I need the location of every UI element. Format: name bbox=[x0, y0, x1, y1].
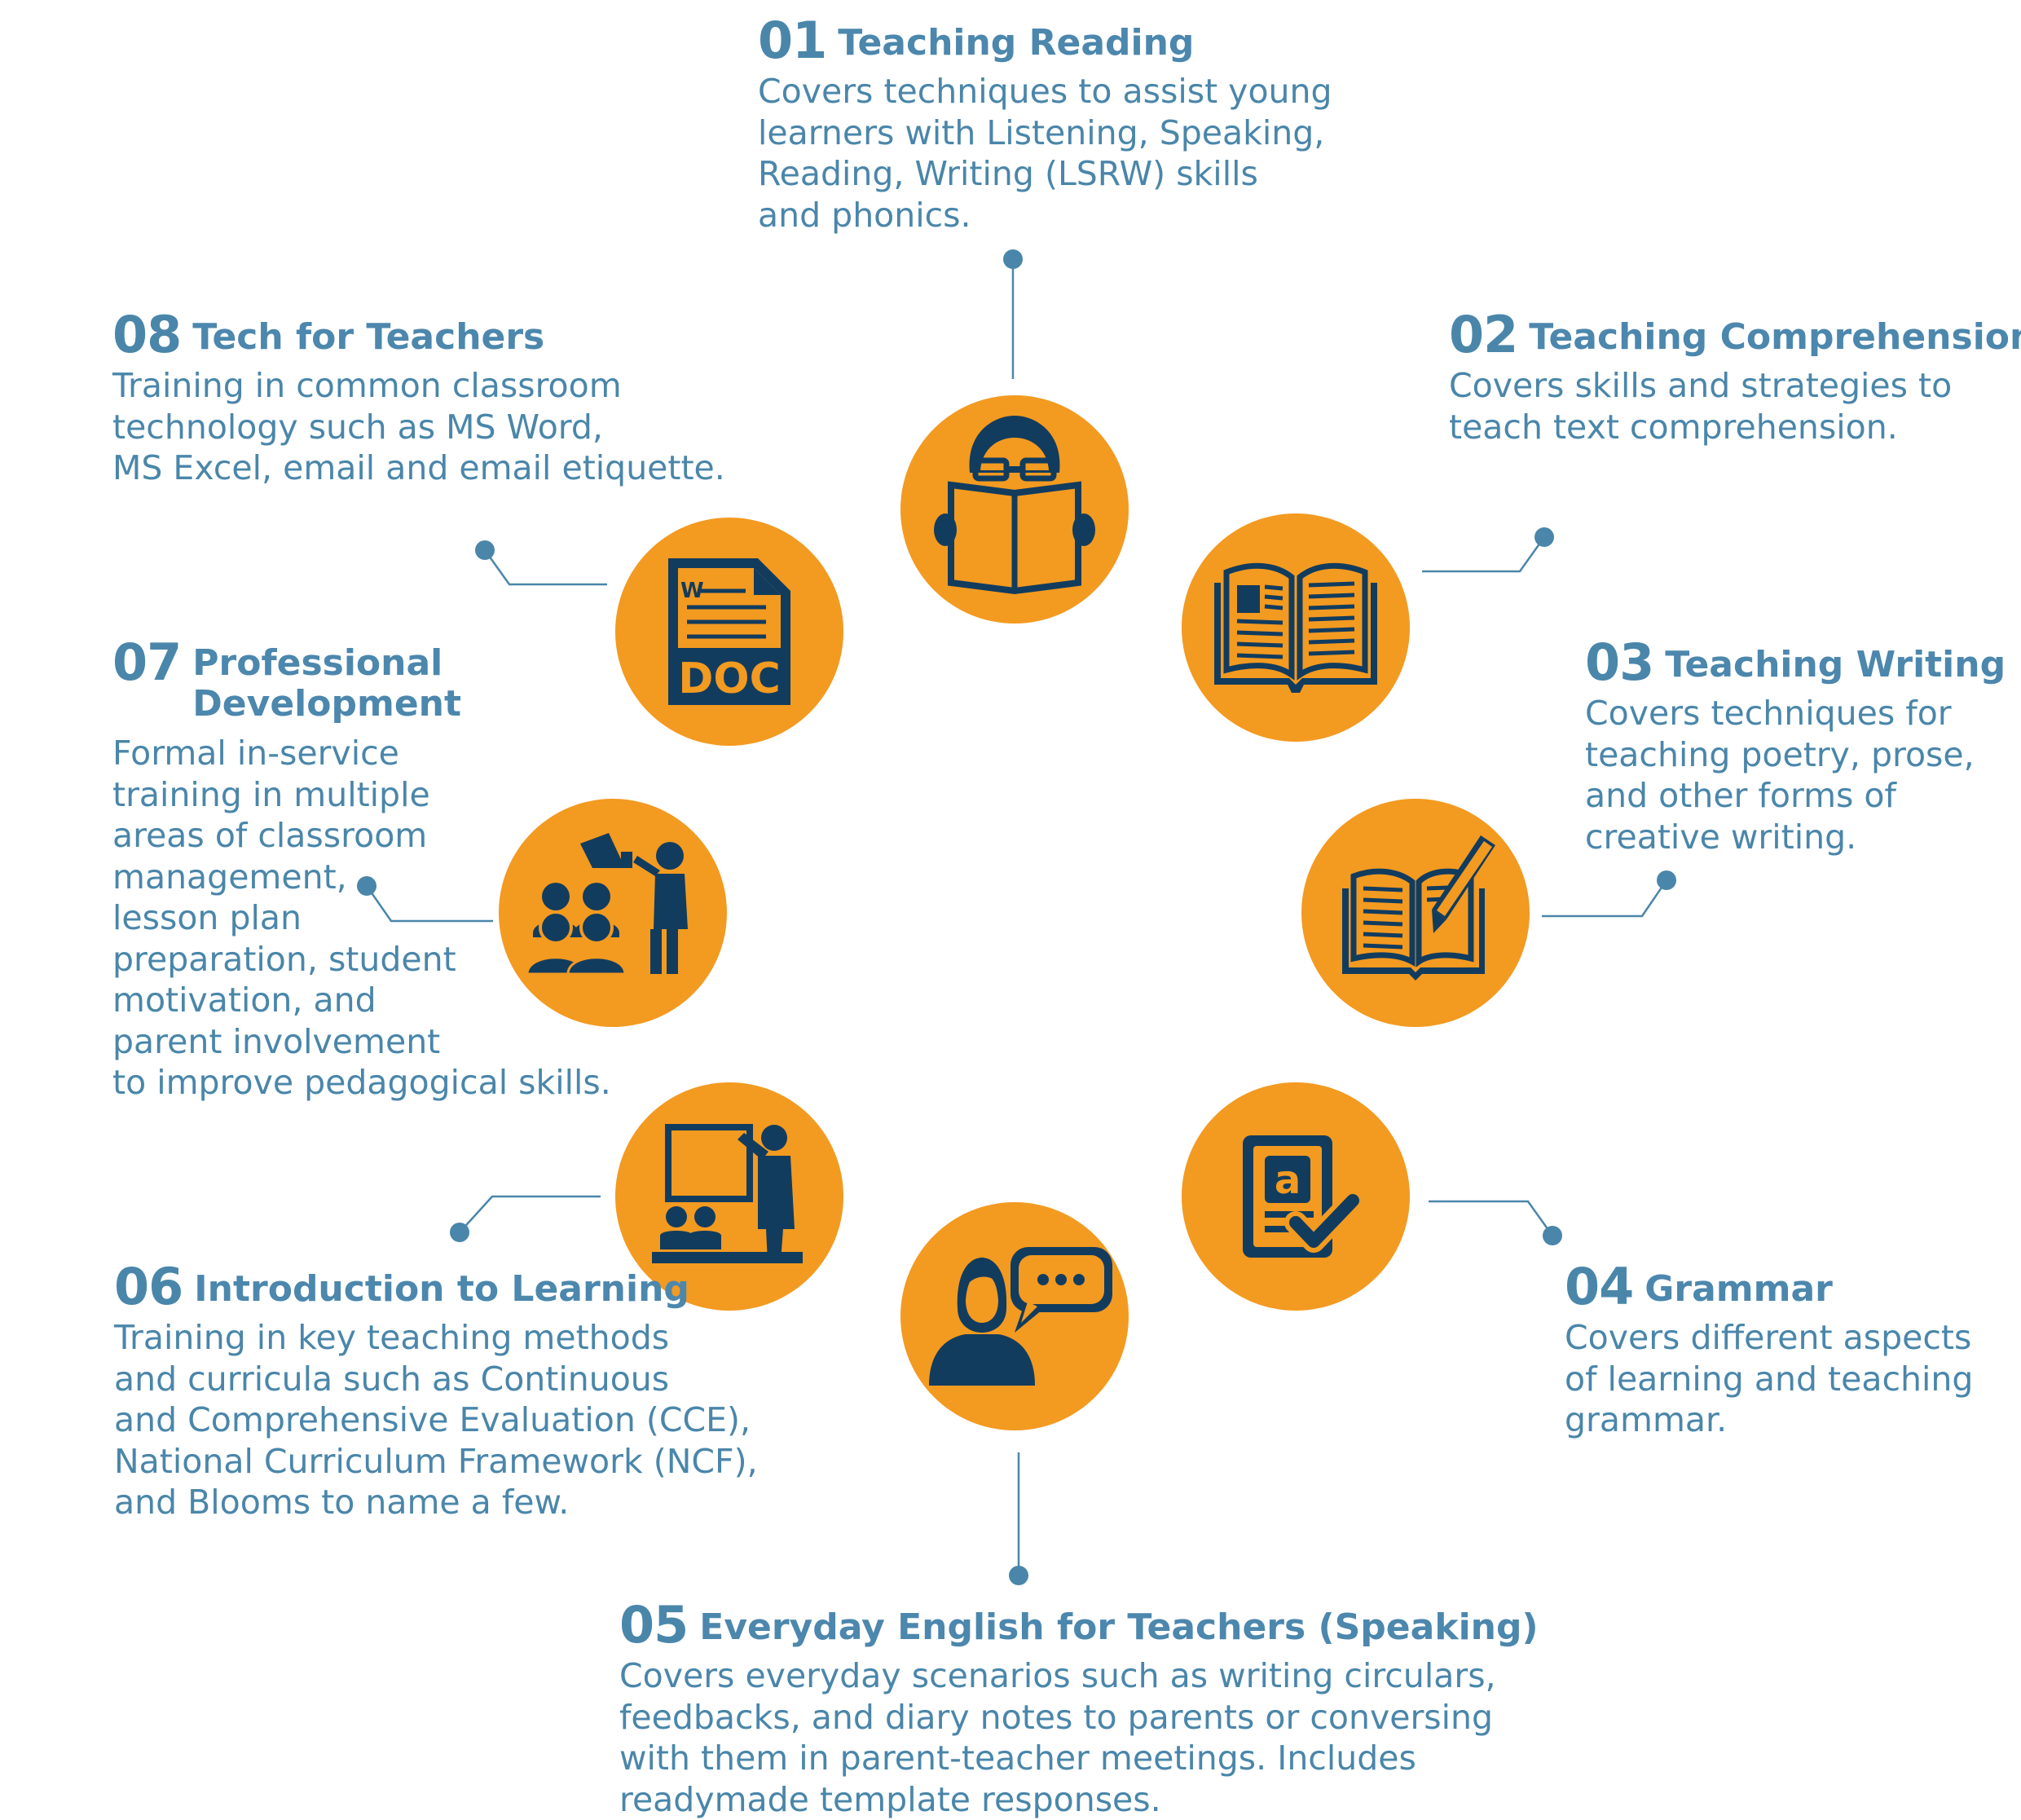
grammar-letter: a bbox=[1275, 1157, 1301, 1203]
module-description: Covers everyday scenarios such as writin… bbox=[619, 1656, 1496, 1819]
grammar-check-icon: a bbox=[1243, 1135, 1364, 1258]
module-number: 06 bbox=[114, 1257, 183, 1316]
doc-label: DOC bbox=[678, 654, 781, 703]
speaking-person-icon bbox=[929, 1247, 1112, 1386]
module-title: Everyday English for Teachers (Speaking) bbox=[699, 1606, 1539, 1648]
module-06: 06 Introduction to Learning Training in k… bbox=[114, 1258, 758, 1523]
open-book-icon bbox=[1214, 562, 1377, 693]
circle-03 bbox=[1301, 799, 1530, 1027]
connector-dot-03 bbox=[1657, 870, 1676, 890]
connector-dot-01 bbox=[1003, 249, 1023, 269]
connector-08 bbox=[483, 549, 607, 586]
module-heading: 03 Teaching Writing bbox=[1585, 633, 2006, 691]
circle-05 bbox=[900, 1202, 1129, 1430]
connector-dot-08 bbox=[475, 540, 495, 560]
module-description: Covers different aspects of learning and… bbox=[1565, 1318, 1974, 1440]
connector-dot-02 bbox=[1534, 527, 1554, 547]
module-number: 04 bbox=[1565, 1257, 1634, 1316]
module-description: Covers skills and strategies to teach te… bbox=[1449, 366, 1953, 447]
module-heading: 02 Teaching Comprehension bbox=[1449, 306, 2021, 364]
connector-03 bbox=[1542, 879, 1668, 918]
module-04: 04 Grammar Covers different aspects of le… bbox=[1565, 1258, 1973, 1441]
classroom-board-icon bbox=[652, 1124, 803, 1263]
module-number: 01 bbox=[758, 11, 827, 70]
connector-dot-05 bbox=[1009, 1566, 1028, 1585]
module-description: Covers techniques to assist young learne… bbox=[758, 72, 1332, 235]
module-02: 02 Teaching Comprehension Covers skills a… bbox=[1449, 306, 2021, 447]
connector-dot-06 bbox=[450, 1223, 469, 1242]
module-title: Grammar bbox=[1645, 1268, 1833, 1310]
module-description: Formal in-service training in multiple a… bbox=[112, 734, 611, 1102]
connector-07 bbox=[365, 885, 493, 923]
doc-file-icon: W DOC bbox=[668, 558, 790, 705]
module-description: Training in common classroom technology … bbox=[112, 366, 725, 488]
connector-04 bbox=[1429, 1200, 1554, 1236]
book-pencil-icon bbox=[1342, 835, 1495, 981]
module-title: Teaching Reading bbox=[838, 22, 1195, 64]
module-title: Tech for Teachers bbox=[192, 316, 545, 358]
module-number: 07 bbox=[112, 632, 182, 692]
module-heading: 06 Introduction to Learning bbox=[114, 1258, 758, 1315]
module-description: Training in key teaching methods and cur… bbox=[114, 1318, 758, 1523]
module-title: Professional Development bbox=[192, 642, 462, 725]
connector-dot-07 bbox=[357, 876, 376, 896]
module-description: Covers techniques for teaching poetry, p… bbox=[1585, 694, 1975, 857]
module-number: 05 bbox=[619, 1595, 689, 1655]
module-title: Introduction to Learning bbox=[194, 1268, 689, 1310]
connector-dot-04 bbox=[1543, 1226, 1562, 1245]
connector-02 bbox=[1422, 536, 1546, 573]
module-title: Teaching Writing bbox=[1665, 644, 2006, 685]
module-heading: 01 Teaching Reading bbox=[758, 11, 1332, 69]
reading-person-icon bbox=[934, 416, 1095, 595]
module-number: 08 bbox=[112, 305, 182, 364]
module-heading: 04 Grammar bbox=[1565, 1258, 1973, 1315]
connector-06 bbox=[459, 1195, 601, 1233]
module-title: Teaching Comprehension bbox=[1529, 316, 2021, 358]
doc-w-label: W bbox=[680, 579, 704, 603]
module-01: 01 Teaching Reading Covers techniques to … bbox=[758, 11, 1332, 236]
module-number: 02 bbox=[1449, 305, 1518, 364]
module-03: 03 Teaching Writing Covers techniques for… bbox=[1585, 633, 2006, 857]
presenter-megaphone-icon bbox=[526, 833, 688, 976]
module-number: 03 bbox=[1585, 632, 1654, 692]
